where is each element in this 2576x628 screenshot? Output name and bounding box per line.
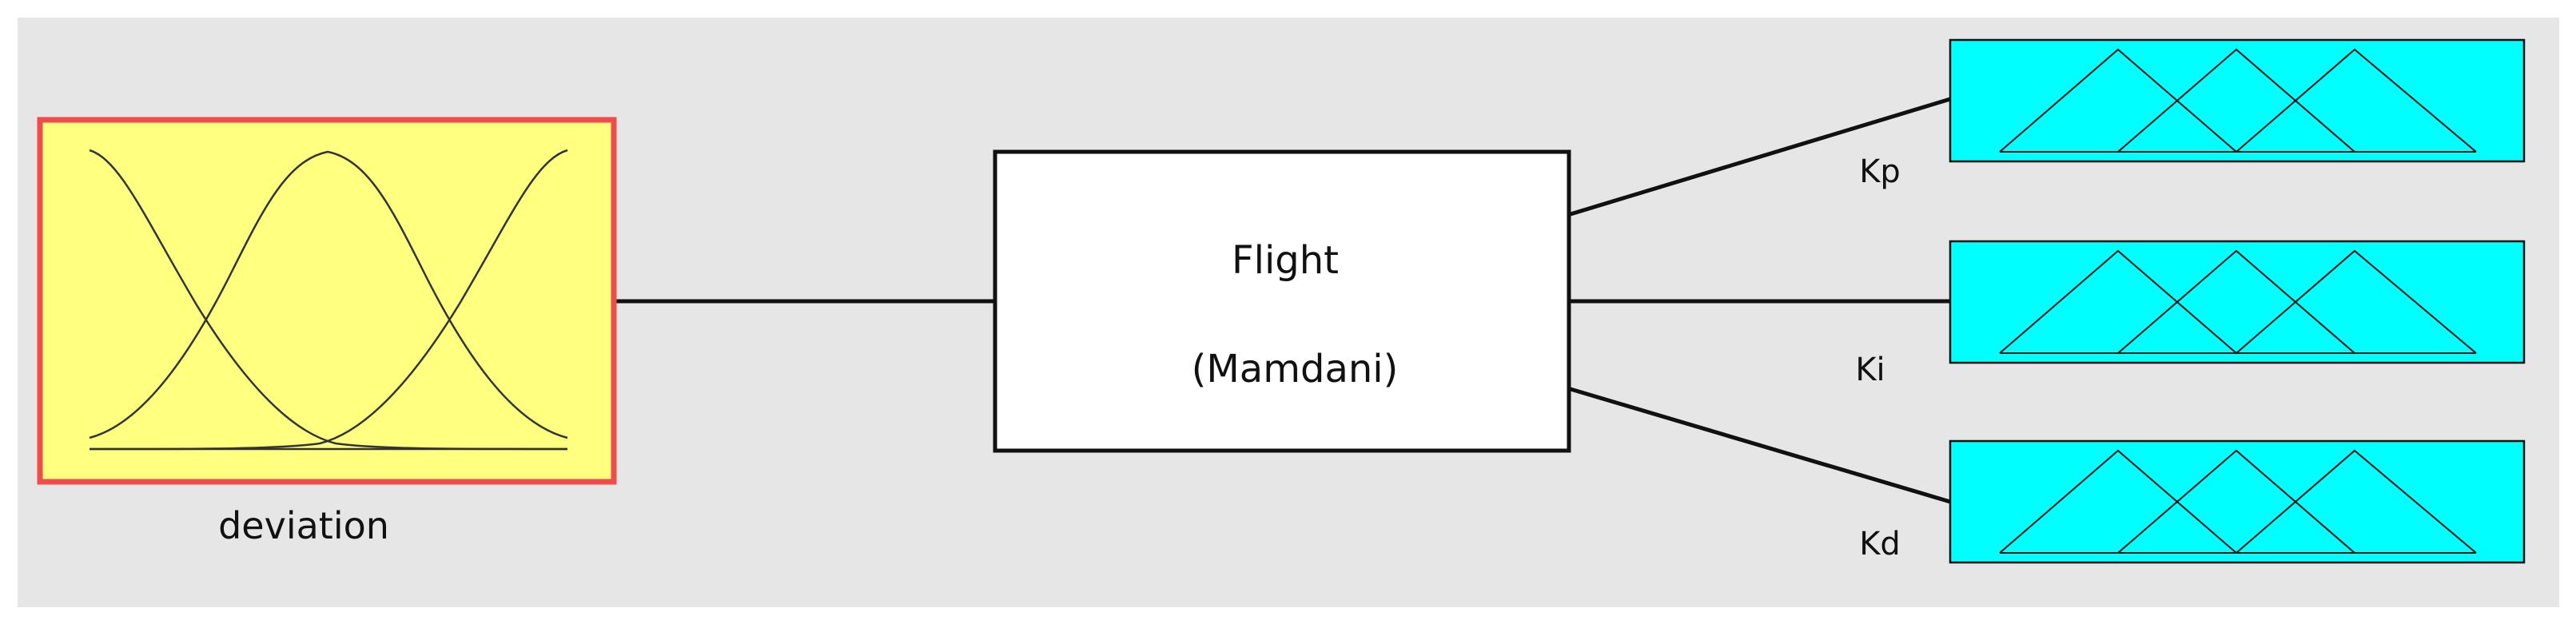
connector-system-to-kd — [1570, 387, 1951, 504]
output-block-kd[interactable]: Kd — [1859, 439, 2526, 564]
output-triangle-3 — [2236, 48, 2477, 153]
output-triangle-2 — [2117, 48, 2355, 153]
output-triangle-3 — [2236, 249, 2477, 354]
output-membership-box — [1949, 439, 2526, 564]
output-triangle-1 — [1999, 449, 2237, 554]
output-label-kd: Kd — [1859, 526, 1901, 562]
output-triangle-1 — [1999, 249, 2237, 354]
output-triangle-3 — [2236, 449, 2477, 554]
connector-system-to-kp — [1570, 97, 1951, 217]
output-block-kp[interactable]: Kp — [1859, 38, 2526, 190]
system-block[interactable]: Flight (Mamdani) — [993, 149, 1571, 453]
output-label-kp: Kp — [1859, 153, 1901, 190]
input-block-deviation[interactable]: deviation — [37, 117, 617, 547]
input-membership-box — [37, 117, 617, 485]
output-triangle-2 — [2117, 249, 2355, 354]
output-block-ki[interactable]: Ki — [1855, 240, 2526, 388]
output-triangle-2 — [2117, 449, 2355, 554]
input-label: deviation — [218, 504, 389, 547]
output-triangle-1 — [1999, 48, 2237, 153]
system-box — [993, 149, 1571, 453]
output-membership-box — [1949, 38, 2526, 163]
output-membership-box — [1949, 240, 2526, 364]
output-label-ki: Ki — [1855, 352, 1885, 388]
system-method: (Mamdani) — [1192, 347, 1399, 392]
membership-curve-left — [89, 149, 568, 451]
system-name: Flight — [1232, 238, 1339, 283]
membership-curve-center — [89, 150, 568, 439]
membership-curve-right — [89, 149, 568, 451]
